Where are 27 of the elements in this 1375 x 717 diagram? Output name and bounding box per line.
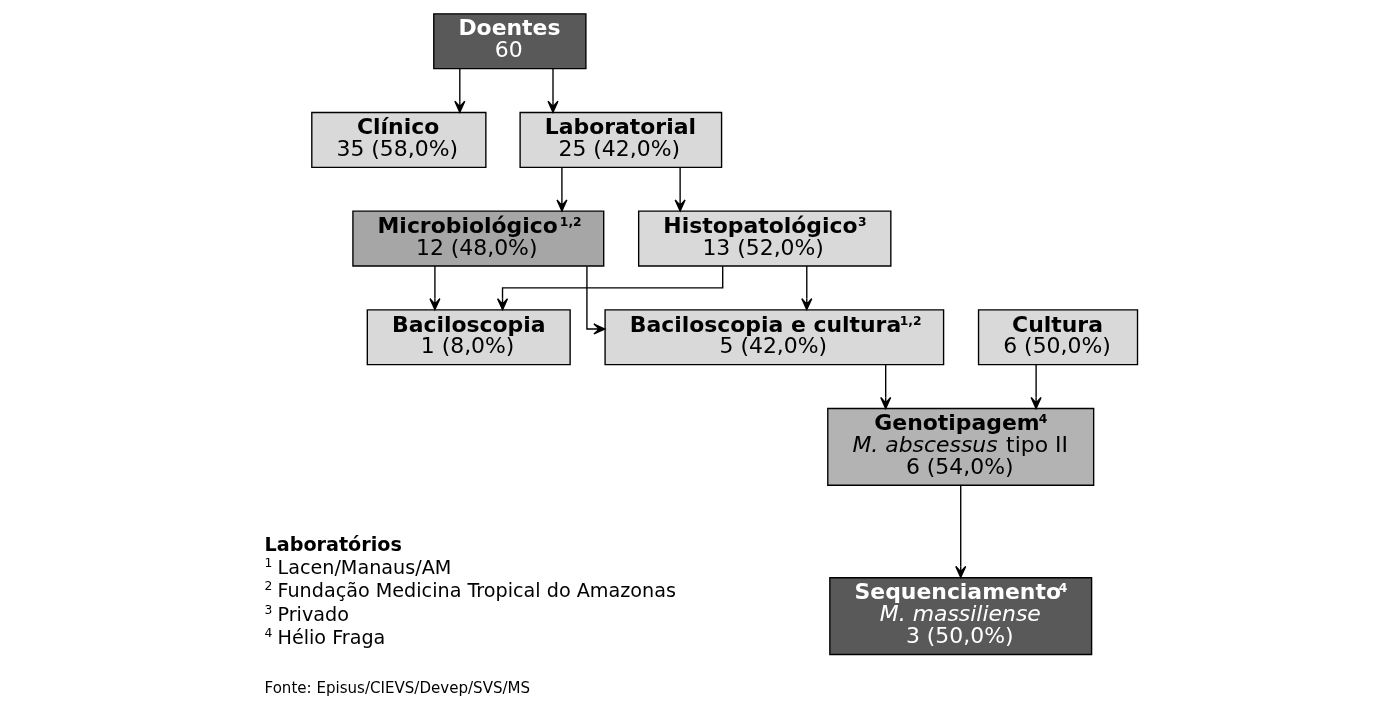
node-box: Baciloscopia e cultura$^{1,2}$ 5 (42,0%)	[603, 309, 944, 366]
arrow	[546, 68, 559, 113]
node-box: Baciloscopia 1 (8,0%)	[366, 309, 571, 366]
arrow	[954, 484, 966, 578]
label: $^{3}$ Privado	[264, 602, 349, 626]
node-box: Doentes 60	[432, 13, 587, 70]
node-box: Laboratorial 25 (42,0%)	[518, 111, 722, 168]
arrow	[555, 166, 568, 212]
node-box: Sequenciamento$^{4}$ M. massiliense 3 (50,0%)	[828, 577, 1092, 656]
arrow	[453, 68, 465, 113]
arrow	[1030, 364, 1042, 410]
arrow	[585, 265, 606, 335]
node-box: Microbiológico$^{1,2}$ 12 (48,0%)	[351, 210, 604, 267]
node-box: Cultura 6 (50,0%)	[977, 309, 1138, 366]
arrow	[879, 364, 891, 410]
arrow	[496, 265, 723, 311]
label: $^{1}$ Lacen/Manaus/AM	[264, 555, 451, 579]
arrow	[674, 166, 686, 212]
label: $^{2}$ Fundação Medicina Tropical do Amazonas	[264, 579, 676, 603]
label: Laboratórios	[264, 532, 402, 556]
node-box: Clínico 35 (58,0%)	[310, 111, 487, 168]
arrow	[800, 265, 812, 311]
label: Fonte: Episus/CIEVS/Devep/SVS/MS	[264, 678, 530, 697]
arrow	[428, 265, 441, 311]
node-box: Genotipagem$^{4}$ M. abscessus tipo II 6 (54,0%)	[826, 407, 1094, 486]
label: $^{4}$ Hélio Fraga	[264, 625, 385, 649]
node-box: Histopatológico$^{3}$ 13 (52,0%)	[637, 210, 891, 267]
